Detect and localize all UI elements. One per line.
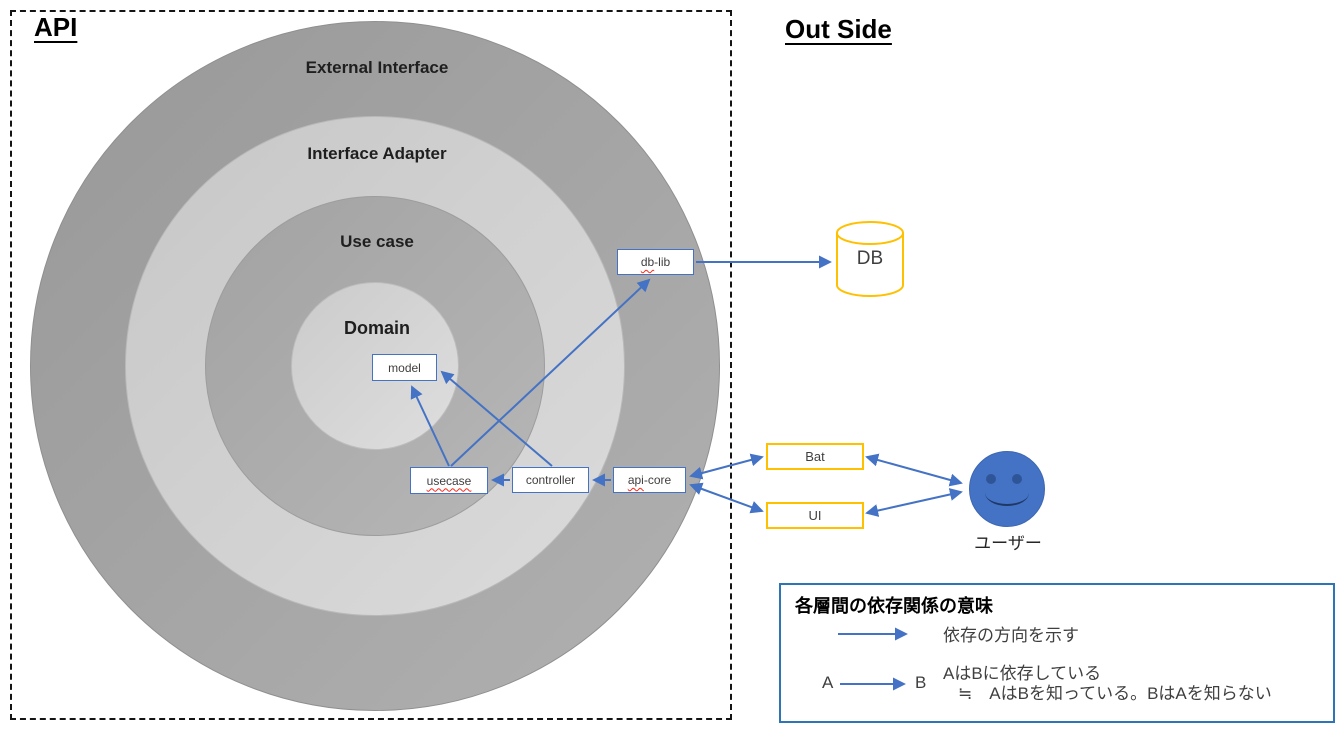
legend-box: 各層間の依存関係の意味 依存の方向を示す A B AはBに依存している ≒ Aは… bbox=[779, 583, 1335, 723]
node-controller-label: controller bbox=[525, 473, 576, 487]
legend-label-b: B bbox=[915, 673, 927, 692]
user-smiley-icon bbox=[969, 451, 1045, 527]
node-db-lib: db-lib bbox=[617, 249, 694, 275]
ring-label-external-interface: External Interface bbox=[305, 58, 449, 77]
node-model-label: model bbox=[388, 360, 421, 375]
legend-arrow-meaning: 依存の方向を示す bbox=[943, 626, 1079, 645]
db-label: DB bbox=[856, 248, 884, 269]
api-title: API bbox=[34, 12, 78, 42]
node-usecase: usecase bbox=[410, 467, 488, 494]
node-usecase-label: usecase bbox=[426, 473, 472, 488]
node-api-core: api-core bbox=[613, 467, 686, 493]
user-eye-left bbox=[986, 474, 996, 484]
node-ui: UI bbox=[766, 502, 864, 529]
legend-dependency-line2: ≒ AはBを知っている。BはAを知らない bbox=[958, 684, 1272, 703]
outside-title: Out Side bbox=[785, 14, 892, 44]
user-smile bbox=[985, 480, 1029, 506]
user-label: ユーザー bbox=[974, 534, 1042, 553]
db-cylinder-icon bbox=[834, 220, 906, 300]
node-bat: Bat bbox=[766, 443, 864, 470]
node-bat-label: Bat bbox=[805, 449, 825, 464]
legend-dependency-line1: AはBに依存している bbox=[943, 664, 1102, 683]
user-eye-right bbox=[1012, 474, 1022, 484]
node-api-core-label-prefix: api bbox=[627, 473, 644, 487]
arrow-ui-user bbox=[865, 488, 963, 517]
legend-label-a: A bbox=[822, 673, 834, 692]
node-model: model bbox=[372, 354, 437, 381]
node-ui-label: UI bbox=[808, 508, 822, 523]
node-controller: controller bbox=[512, 467, 589, 493]
api-boundary-box bbox=[10, 10, 732, 720]
ring-label-domain: Domain bbox=[343, 318, 410, 338]
node-db-lib-label-prefix: db bbox=[640, 255, 655, 269]
ring-label-interface-adapter: Interface Adapter bbox=[307, 144, 447, 163]
node-api-core-label-suffix: -core bbox=[643, 473, 672, 487]
node-db-lib-label-suffix: -lib bbox=[654, 255, 671, 269]
ring-label-use-case: Use case bbox=[340, 232, 414, 251]
arrow-bat-user bbox=[865, 453, 963, 487]
legend-title: 各層間の依存関係の意味 bbox=[795, 596, 993, 616]
